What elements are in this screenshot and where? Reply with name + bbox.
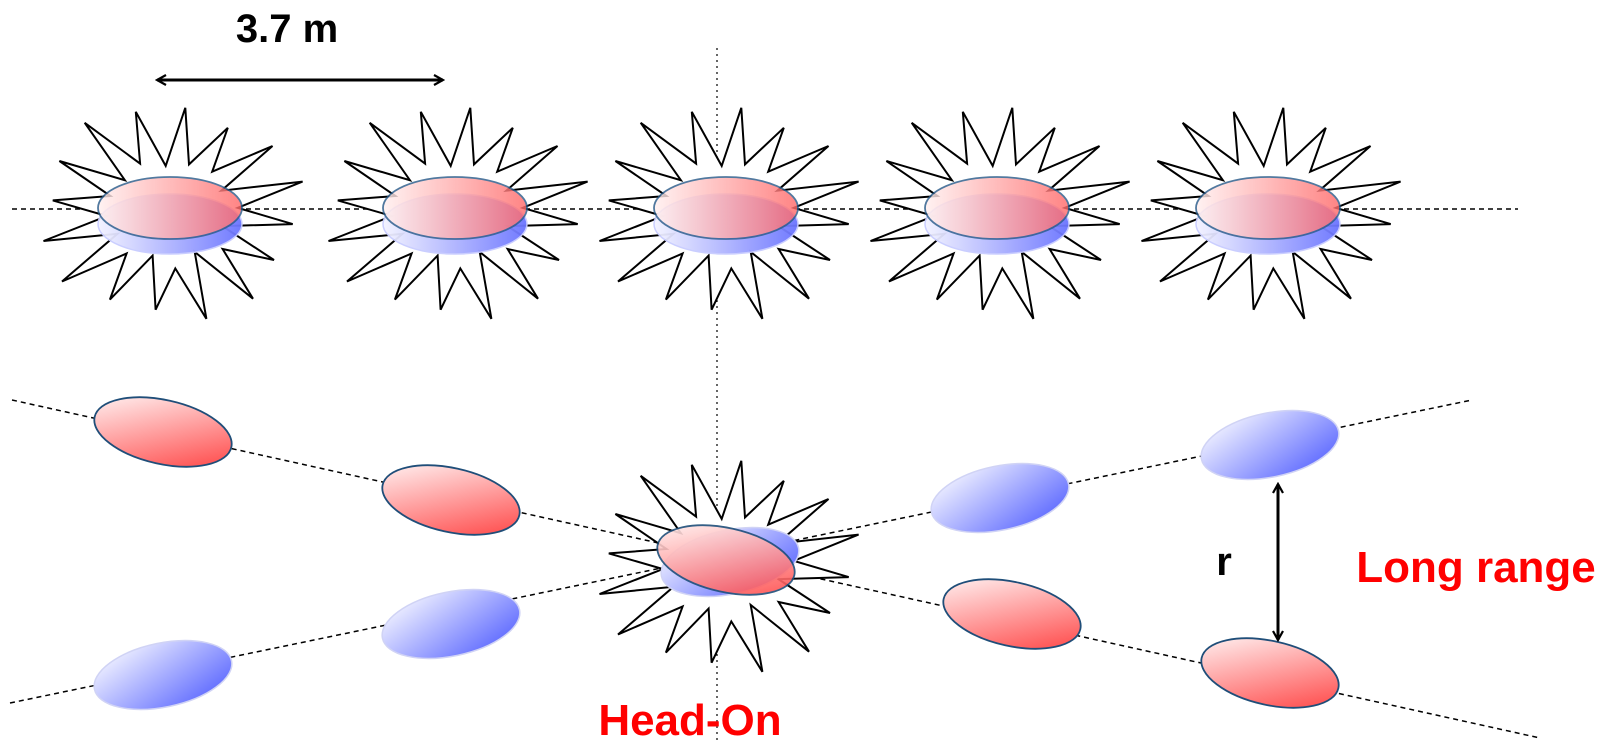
red-bunch	[1200, 637, 1340, 709]
spacing-label: 3.7 m	[236, 7, 338, 51]
red-bunch	[653, 176, 799, 240]
red-bunch	[924, 176, 1070, 240]
blue-bunch	[1200, 409, 1340, 481]
red-bunch	[93, 396, 233, 468]
blue-bunch	[93, 639, 233, 711]
top-row-bunches	[97, 176, 1341, 255]
long-range-label: Long range	[1356, 543, 1596, 592]
red-bunch	[1195, 176, 1341, 240]
red-bunch	[97, 176, 243, 240]
separation-indicator: r	[1216, 484, 1278, 640]
red-bunch	[942, 578, 1082, 650]
red-bunch	[382, 176, 528, 240]
crossing-bunches	[93, 396, 1340, 711]
separation-label: r	[1216, 540, 1232, 584]
blue-bunch	[381, 588, 521, 660]
spacing-indicator: 3.7 m	[157, 7, 443, 80]
blue-bunch	[930, 462, 1070, 534]
head-on-label: Head-On	[598, 696, 781, 741]
red-bunch	[656, 524, 796, 596]
red-bunch	[381, 464, 521, 536]
